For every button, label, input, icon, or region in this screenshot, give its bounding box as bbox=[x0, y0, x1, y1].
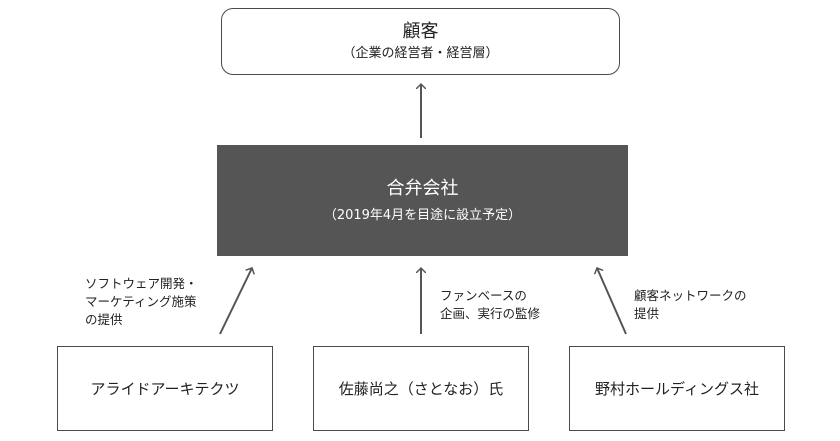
partner3-role-line: 提供 bbox=[634, 306, 660, 321]
joint-venture-subtitle: （2019年4月を目途に設立予定） bbox=[323, 207, 522, 223]
partner2-role-line: 企画、実行の監修 bbox=[440, 306, 541, 321]
partner-box-sato-naoyuki: 佐藤尚之（さとなお）氏 bbox=[313, 346, 529, 431]
partner-box-allied-architects: アライドアーキテクツ bbox=[57, 346, 273, 431]
partner1-role-line: の提供 bbox=[85, 312, 123, 327]
partner3-role-line: 顧客ネットワークの bbox=[634, 288, 747, 303]
customer-box: 顧客 （企業の経営者・経営層） bbox=[221, 8, 620, 75]
partner-name: アライドアーキテクツ bbox=[90, 380, 240, 398]
partner1-role-line: マーケティング施策 bbox=[85, 294, 197, 309]
customer-subtitle: （企業の経営者・経営層） bbox=[342, 45, 499, 61]
joint-venture-box: 合弁会社 （2019年4月を目途に設立予定） bbox=[217, 145, 628, 256]
partner1-role-line: ソフトウェア開発・ bbox=[85, 276, 198, 291]
customer-title: 顧客 bbox=[402, 20, 439, 42]
partner1-role-label: ソフトウェア開発・ マーケティング施策 の提供 bbox=[85, 275, 198, 329]
joint-venture-title: 合弁会社 bbox=[386, 177, 459, 199]
partner2-role-line: ファンベースの bbox=[440, 288, 527, 303]
arrow-partner1-to-jv bbox=[219, 268, 252, 335]
partner2-role-label: ファンベースの 企画、実行の監修 bbox=[440, 287, 540, 323]
partner-box-nomura-holdings: 野村ホールディングス社 bbox=[569, 346, 785, 431]
partner-name: 佐藤尚之（さとなお）氏 bbox=[338, 380, 504, 398]
partner3-role-label: 顧客ネットワークの 提供 bbox=[634, 287, 747, 323]
arrow-partner3-to-jv bbox=[597, 268, 627, 335]
partner-name: 野村ホールディングス社 bbox=[595, 380, 759, 398]
